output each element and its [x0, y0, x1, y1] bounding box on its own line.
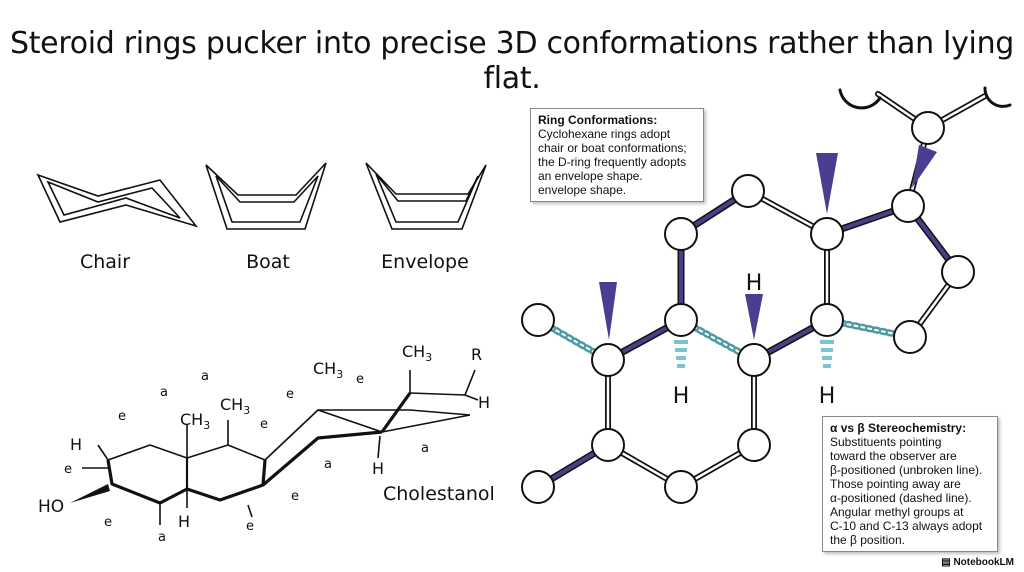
note-line: the D-ring frequently adopts [538, 155, 687, 169]
chair-shape [36, 173, 199, 228]
atom-nodes [521, 111, 975, 504]
note-heading: α vs β Stereochemistry: [830, 421, 967, 435]
note-line: chair or boat conformations; [538, 141, 687, 155]
axial-label: a [421, 441, 429, 456]
stereochemistry-note: α vs β Stereochemistry: Substituents poi… [822, 416, 998, 552]
ch3-label-c19: CH3 [220, 395, 250, 417]
alpha-h-label: H [819, 384, 836, 409]
equatorial-label: e [246, 519, 254, 534]
equatorial-label: e [286, 387, 294, 402]
h-label-c5: H [178, 512, 190, 531]
ch3-label-c13: CH3 [313, 359, 343, 381]
h-label-c17: H [478, 393, 490, 412]
note-line: β-positioned (unbroken line). [830, 463, 983, 477]
equatorial-label: e [104, 515, 112, 530]
beta-h-label: H [746, 271, 763, 296]
brand-watermark: ▤ NotebookLM [941, 557, 1014, 568]
equatorial-label: e [260, 417, 268, 432]
note-line: α-positioned (dashed line). [830, 491, 972, 505]
envelope-shape [365, 162, 487, 230]
alpha-h-label: H [673, 384, 690, 409]
note-line: toward the observer are [830, 449, 957, 463]
note-line: Substituents pointing [830, 435, 942, 449]
r-label: R [471, 345, 482, 364]
axial-label: a [160, 385, 168, 400]
note-line: the β position. [830, 533, 905, 547]
axial-label: a [158, 530, 166, 545]
h-label-c14: H [372, 459, 384, 478]
ring-conformations-note: Ring Conformations: Cyclohexane rings ad… [530, 108, 704, 202]
beta-wedges [599, 145, 937, 340]
equatorial-label: e [356, 372, 364, 387]
equatorial-label: e [118, 409, 126, 424]
alpha-hash-bonds [674, 340, 834, 368]
brand-label: NotebookLM [953, 557, 1014, 568]
note-line: envelope shape. [538, 183, 627, 197]
note-line: Those pointing away are [830, 477, 961, 491]
molecule-name: Cholestanol [383, 483, 495, 505]
ch3-label-c18: CH3 [402, 342, 432, 364]
equatorial-label: e [291, 489, 299, 504]
ho-label: HO [38, 497, 64, 517]
axial-label: a [324, 457, 332, 472]
cholestanol-skeleton [82, 369, 479, 525]
boat-label: Boat [246, 251, 290, 273]
ch3-label-c10: CH3 [180, 410, 210, 432]
h-label-c2: H [70, 435, 82, 454]
note-heading: Ring Conformations: [538, 113, 658, 127]
equatorial-label: e [64, 462, 72, 477]
note-line: an envelope shape. [538, 169, 643, 183]
axial-label: a [201, 369, 209, 384]
notebook-icon: ▤ [941, 557, 951, 568]
ho-wedge [70, 484, 110, 503]
note-line: C-10 and C-13 always adopt [830, 519, 983, 533]
note-line: Cyclohexane rings adopt [538, 127, 671, 141]
note-line: Angular methyl groups at [830, 505, 964, 519]
page-title: Steroid rings pucker into precise 3D con… [9, 26, 1015, 96]
envelope-label: Envelope [381, 251, 469, 273]
boat-shape [205, 162, 327, 230]
chair-label: Chair [80, 251, 130, 273]
